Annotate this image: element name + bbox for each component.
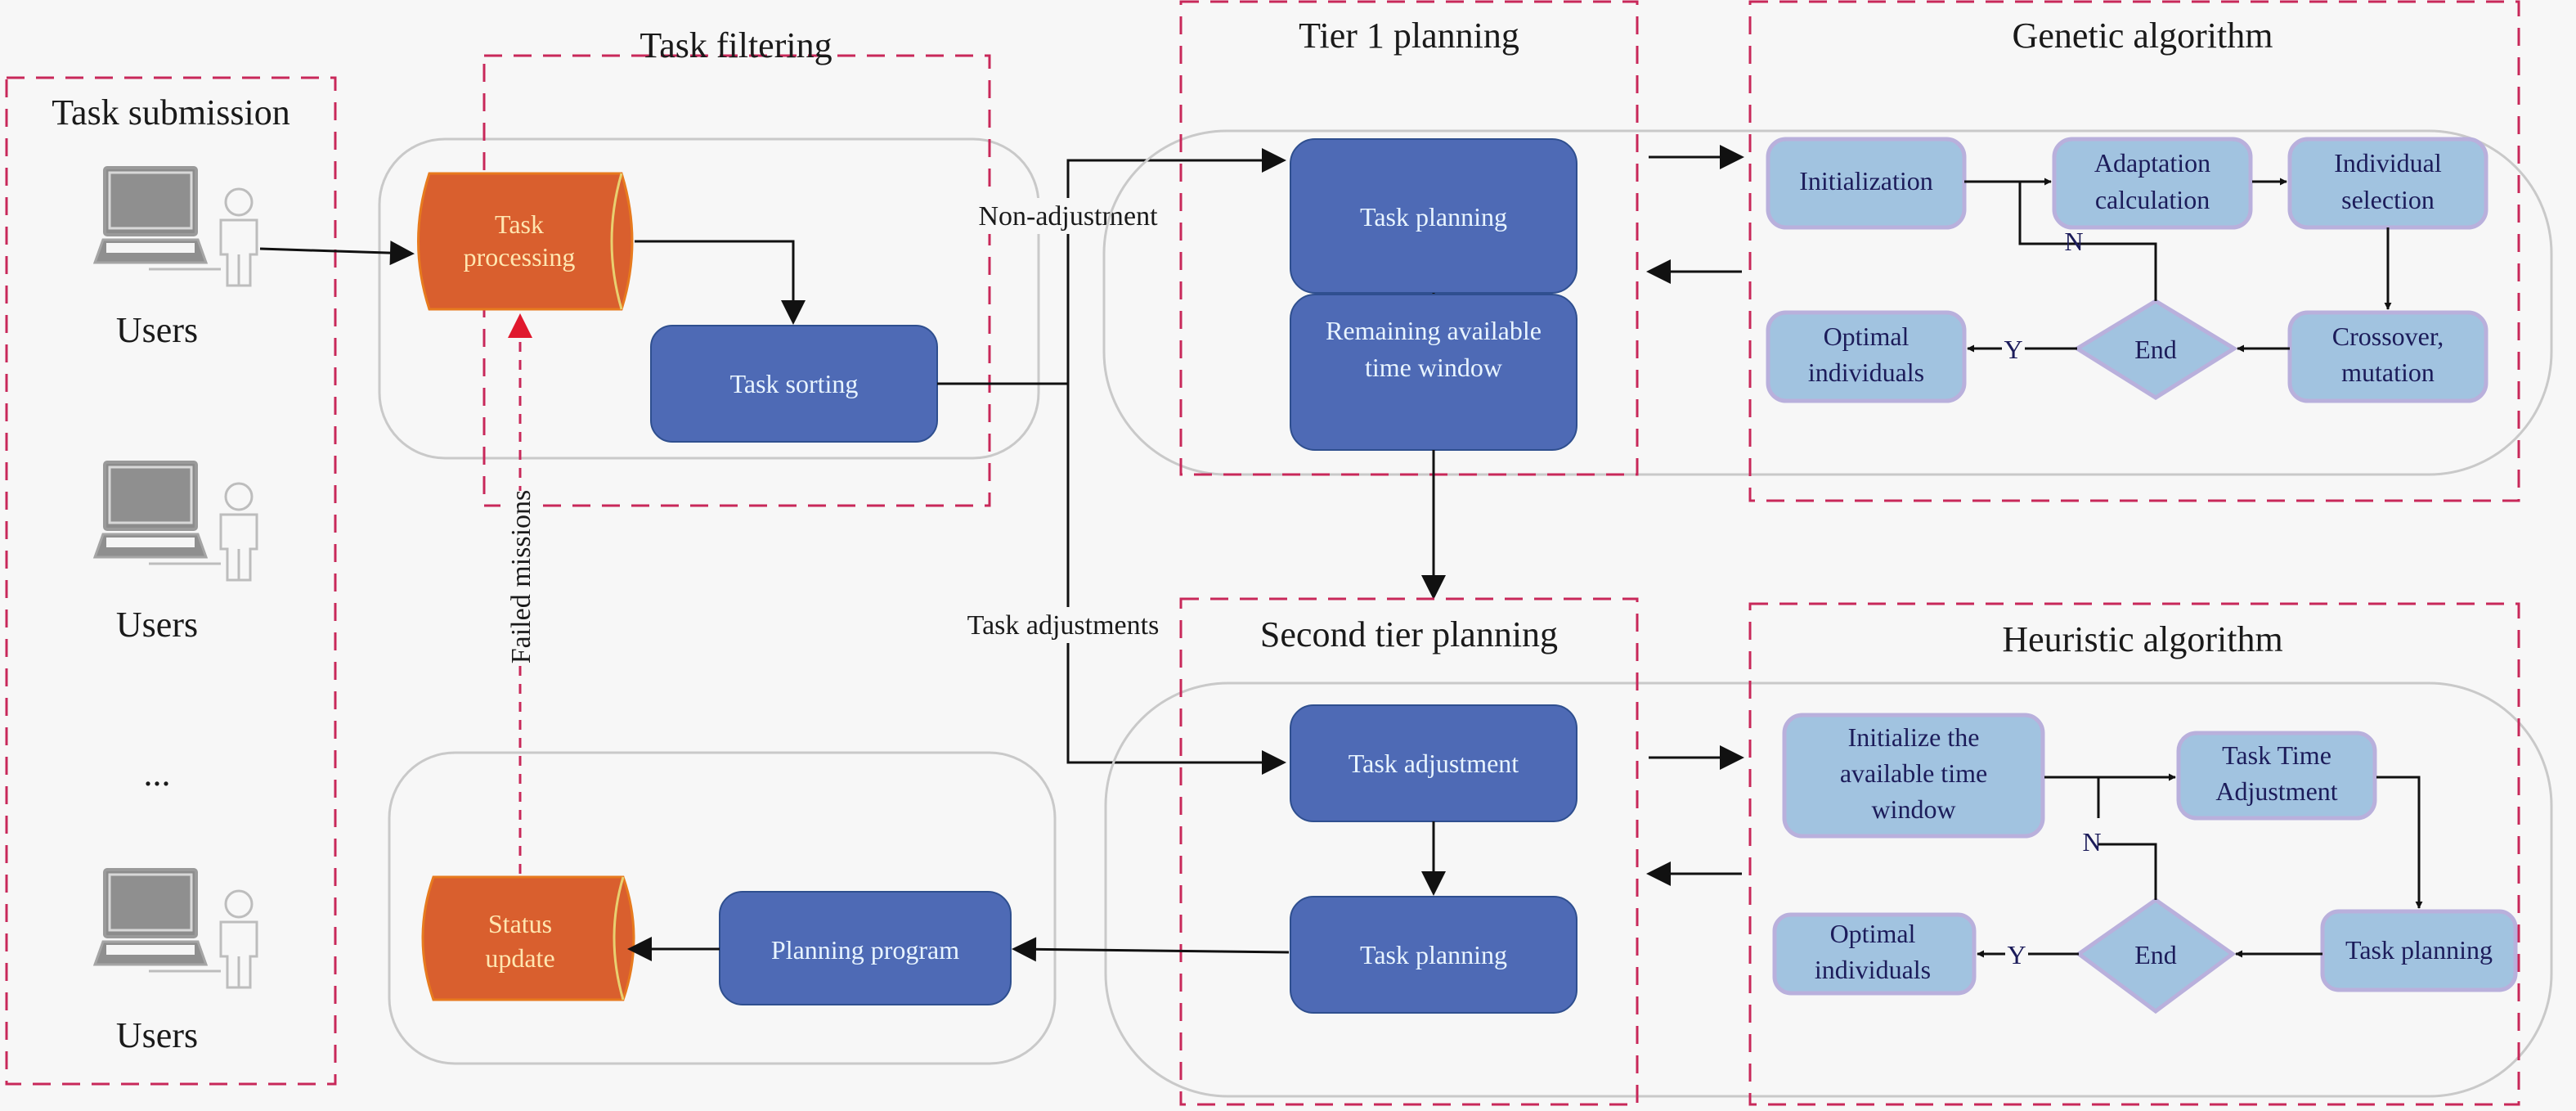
task-time-adjustment-node[interactable]: Task Time Adjustment [2176,731,2377,821]
individual-selection-node[interactable]: Individual selection [2287,137,2488,230]
tier2-title: Second tier planning [1260,614,1558,654]
crossover-mutation-node[interactable]: Crossover, mutation [2287,310,2488,403]
genetic-optimal-label: individuals [1808,358,1924,387]
initialize-window-label: available time [1840,758,1987,788]
genetic-optimal-label: Optimal [1824,322,1910,351]
status-update-label: Status [488,909,552,938]
heuristic-no-loop [2098,843,2157,900]
genetic-no-label: N [2064,227,2083,256]
task-adjustment-label: Task adjustment [1349,749,1519,778]
users-label: Users [116,310,198,350]
crossover-label: Crossover, [2332,322,2444,351]
tier2-task-planning-label: Task planning [1360,940,1507,969]
remaining-window-label: Remaining available [1326,316,1542,345]
label-bg [949,198,1186,234]
initialize-window-label: Initialize the [1848,722,1980,752]
heuristic-end-decision[interactable]: End [2075,897,2237,1014]
genetic-end-decision[interactable]: End [2073,299,2238,400]
task-processing-label: processing [464,242,576,272]
task-sorting-node[interactable]: Task sorting [650,325,938,443]
time-adjustment-label: Adjustment [2215,776,2337,806]
planning-program-node[interactable]: Planning program [719,891,1012,1005]
task-submission-title: Task submission [52,92,290,133]
heuristic-no-label: N [2082,827,2101,857]
task-processing-node[interactable]: Task processing [417,172,634,311]
heuristic-optimal-label: individuals [1815,955,1931,984]
more-users-ellipsis: ... [144,753,171,794]
non-adjustment-label: Non-adjustment [978,201,1158,232]
remaining-window-node[interactable]: Remaining available time window [1290,294,1577,451]
genetic-border [1748,0,2520,502]
genetic-yes-label: Y [2004,335,2022,364]
task-submission-border [5,76,337,1086]
status-update-label: update [485,943,554,973]
genetic-optimal-node[interactable]: Optimal individuals [1766,310,1967,403]
task-processing-label: Task [495,209,544,239]
filtering-container [378,137,1040,460]
adaptation-label: calculation [2095,185,2210,214]
tier1-title: Tier 1 planning [1299,16,1519,56]
tier1-border [1179,0,1639,476]
genetic-end-label: End [2134,335,2177,364]
heuristic-task-planning-node[interactable]: Task planning [2320,909,2518,992]
users-label: Users [116,1015,198,1055]
processing-to-sorting-arrow [635,240,806,325]
label-bg [500,491,540,663]
initialization-node[interactable]: Initialization [1766,137,1967,230]
task-sorting-label: Task sorting [730,369,859,398]
user-computer-icon [93,461,258,582]
submit-arrow [259,241,415,266]
heuristic-optimal-node[interactable]: Optimal individuals [1772,912,1977,996]
tier1-task-planning-node[interactable]: Task planning [1290,138,1577,294]
task-adjustments-arrow [1066,384,1286,775]
adjust-to-planning-arrow [2376,776,2423,909]
tier1-container [1102,129,2553,476]
genetic-title: Genetic algorithm [2013,16,2273,56]
output-container [388,751,1057,1065]
selection-label: selection [2341,185,2435,214]
heuristic-yes-label: Y [2007,940,2026,969]
user-computer-icon [93,868,258,989]
heuristic-border [1748,602,2520,1106]
tier2-task-planning-node[interactable]: Task planning [1290,896,1577,1014]
adaptation-label: Adaptation [2094,148,2210,178]
task-filtering-title: Task filtering [640,25,832,65]
task-adjustment-node[interactable]: Task adjustment [1290,704,1577,822]
adaptation-calculation-node[interactable]: Adaptation calculation [2052,137,2253,230]
task-adjustments-label: Task adjustments [967,610,1160,641]
initialization-label: Initialization [1799,166,1933,196]
task-submission-panel: Task submission Users Users ... Users [5,76,337,1086]
label-bg [940,607,1186,643]
tier2-container [1104,681,2553,1098]
users-label: Users [116,605,198,645]
heuristic-end-label: End [2134,940,2177,969]
tier1-task-planning-label: Task planning [1360,202,1507,232]
task-filtering-panel: Task filtering Task processing Task sort… [378,25,1040,507]
to-planning-program-arrow [1012,937,1290,962]
planning-program-label: Planning program [771,935,959,965]
heuristic-optimal-label: Optimal [1830,919,1916,948]
failed-missions-label: Failed missions [506,490,536,664]
initialize-window-node[interactable]: Initialize the available time window [1782,713,2045,839]
user-computer-icon [93,166,258,287]
selection-label: Individual [2334,148,2442,178]
non-adjustment-arrow [937,148,1286,385]
remaining-window-label: time window [1365,353,1502,382]
genetic-no-loop [2018,182,2157,301]
initialize-window-label: window [1871,794,1955,824]
label-bg [2002,335,2025,365]
time-adjustment-label: Task Time [2222,740,2331,770]
status-update-node[interactable]: Status update [421,875,635,1001]
heuristic-task-planning-label: Task planning [2345,935,2493,965]
heuristic-title: Heuristic algorithm [2002,619,2282,659]
label-bg [2005,939,2028,969]
tier2-border [1179,597,1639,1106]
crossover-label: mutation [2341,358,2435,387]
